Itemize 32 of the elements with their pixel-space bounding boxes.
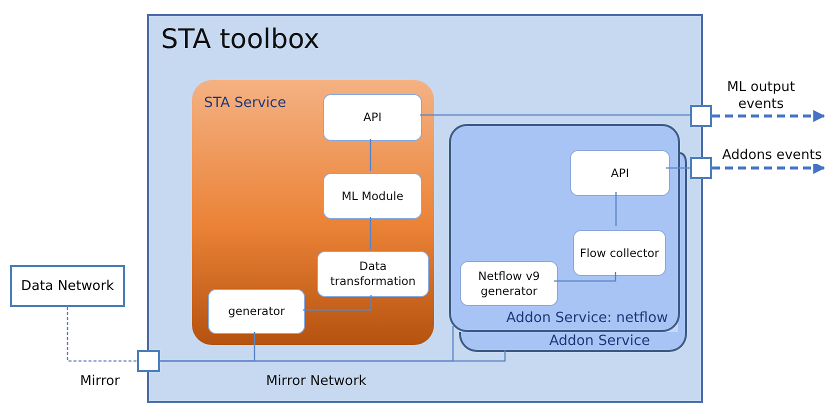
addon-service-container xyxy=(449,124,680,332)
service-container xyxy=(192,80,434,345)
box xyxy=(459,332,687,352)
module-box: generator xyxy=(208,289,305,334)
container-label: Addon Service xyxy=(549,333,650,349)
module-box: API xyxy=(570,150,670,196)
arrow xyxy=(712,162,825,174)
module-box: API xyxy=(323,94,422,141)
connector-line xyxy=(370,139,372,171)
connector-line xyxy=(420,114,690,116)
port-square xyxy=(690,157,712,179)
container-label: Addon Service: netflow xyxy=(506,310,668,326)
port-square xyxy=(137,350,160,372)
module-box: Netflow v9 generator xyxy=(460,261,558,306)
connector-line xyxy=(160,350,506,362)
connector-line xyxy=(370,217,372,249)
container-label: STA Service xyxy=(204,95,286,111)
network-box: Data Network xyxy=(10,265,125,307)
module-box: Flow collector xyxy=(573,230,666,276)
container-label: STA toolbox xyxy=(161,24,320,55)
module-box: Data transformation xyxy=(317,251,429,297)
port-caption: Mirror xyxy=(80,373,120,389)
toolbox-container xyxy=(147,14,703,403)
port-square xyxy=(690,105,712,127)
module-box: ML Module xyxy=(323,173,422,219)
connector-line xyxy=(66,307,137,362)
network-label: Mirror Network xyxy=(266,373,366,389)
connector-line xyxy=(554,272,616,282)
arrow xyxy=(712,110,825,122)
connector-line xyxy=(303,295,372,311)
connector-line xyxy=(666,167,690,169)
connector-line xyxy=(615,192,617,226)
